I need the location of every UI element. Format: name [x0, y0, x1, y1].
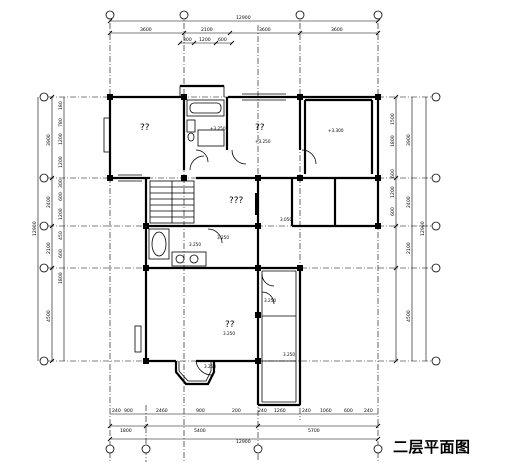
top-seg-dim-2: 2100	[201, 27, 213, 33]
bottom-detail-dim-1: 240	[112, 408, 121, 414]
bottom-detail-dim-3: 2460	[156, 408, 168, 414]
top-sub-dim-1: 300	[183, 37, 192, 43]
level-mark-1: +3.250	[210, 126, 226, 131]
level-mark-10: 3.250	[217, 235, 229, 240]
top-sub-dim-2: 1200	[199, 37, 211, 43]
left-seg-dim-4: 4500	[46, 310, 52, 322]
level-mark-5: 3.250	[223, 331, 235, 336]
left-detail-dim-10: 1800	[58, 272, 64, 284]
left-detail-dim-6: 600	[58, 192, 64, 201]
staircase	[149, 180, 195, 224]
left-detail-dim-7: 1200	[58, 208, 64, 220]
bottom-detail-dim-4: 900	[196, 408, 205, 414]
drawing-title: 二层平面图	[393, 438, 471, 456]
left-seg-dim-2: 2400	[46, 196, 52, 208]
level-mark-4: 3.050	[280, 217, 292, 222]
right-detail-dim-1: 1500	[390, 113, 396, 125]
room-label-bedroom-left: ??	[140, 123, 150, 133]
right-detail-dim-4: 1200	[390, 186, 396, 198]
bottom-detail-dim-2: 900	[124, 408, 133, 414]
right-seg-dim-2: 2400	[406, 196, 412, 208]
left-detail-dim-4: 1200	[58, 156, 64, 168]
bathroom-fixtures	[186, 99, 225, 163]
right-seg-dim-4: 4500	[406, 310, 412, 322]
left-detail-dim-8: 450	[58, 231, 64, 240]
room-label-living: ??	[225, 320, 235, 330]
right-dimensions: 1500 1800 600 1200 600 3900 2400 2100 45…	[390, 94, 427, 364]
right-detail-dim-2: 1800	[390, 135, 396, 147]
bottom-seg-dim-2: 5700	[308, 428, 320, 434]
axis-bubbles	[39, 10, 441, 454]
bottom-middle-dim-1: 1800	[120, 428, 132, 434]
bottom-detail-dim-8: 240	[302, 408, 311, 414]
right-seg-dim-1: 3900	[406, 134, 412, 146]
bottom-middle-dim-2: 5400	[194, 428, 206, 434]
columns	[107, 94, 381, 364]
top-dimensions: 12900 3600 2100 3600 3600 300 1200 600	[107, 15, 381, 46]
bottom-detail-dim-5: 200	[232, 408, 241, 414]
top-seg-dim-3: 3600	[259, 27, 271, 33]
level-mark-3: +3.300	[328, 128, 344, 133]
level-mark-2: +3.250	[255, 139, 271, 144]
top-overall-dim: 12900	[236, 15, 251, 21]
level-mark-8: 3.250	[264, 298, 276, 303]
left-detail-dim-2: 780	[58, 118, 64, 127]
left-detail-dim-3: 1200	[58, 133, 64, 145]
bottom-detail-dim-11: 240	[364, 408, 373, 414]
bottom-dimensions: 240 900 2460 900 200 240 1260 240 1060 6…	[107, 408, 381, 445]
right-overall-dim: 12900	[420, 221, 426, 236]
level-mark-7: 3.250	[204, 364, 216, 369]
bottom-detail-dim-9: 1060	[320, 408, 332, 414]
room-label-bedroom-right: ??	[255, 123, 265, 133]
level-mark-9: 3.250	[189, 242, 201, 247]
left-detail-dim-1: 180	[58, 101, 64, 110]
left-overall-dim: 12900	[32, 221, 38, 236]
right-detail-dim-5: 600	[390, 207, 396, 216]
left-seg-dim-3: 2100	[46, 242, 52, 254]
walls	[108, 84, 380, 407]
bottom-detail-dim-7: 1260	[274, 408, 286, 414]
lower-bath-fixtures	[148, 228, 223, 267]
bottom-detail-dim-6: 240	[258, 408, 267, 414]
left-seg-dim-1: 3900	[46, 134, 52, 146]
top-seg-dim-1: 3600	[140, 27, 152, 33]
bottom-overall-dim: 12900	[236, 439, 251, 445]
top-sub-dim-3: 600	[218, 37, 227, 43]
right-detail-dim-3: 600	[390, 169, 396, 178]
windows	[103, 93, 286, 353]
top-seg-dim-4: 3600	[331, 27, 343, 33]
room-labels: ?? ?? ??? ??	[140, 123, 265, 330]
right-seg-dim-3: 2100	[406, 242, 412, 254]
left-detail-dim-5: 300	[58, 179, 64, 188]
level-mark-6: 3.250	[283, 352, 295, 357]
level-marks: +3.250 +3.250 +3.300 3.050 3.250 3.250 3…	[189, 126, 344, 369]
left-dimensions: 3900 2400 2100 4500 180 780 1200 1200 30…	[32, 94, 65, 364]
room-label-hall: ???	[229, 196, 244, 206]
door-swings	[189, 149, 317, 376]
bottom-detail-dim-10: 600	[344, 408, 353, 414]
grid-axes	[48, 12, 440, 462]
left-detail-dim-9: 600	[58, 249, 64, 258]
